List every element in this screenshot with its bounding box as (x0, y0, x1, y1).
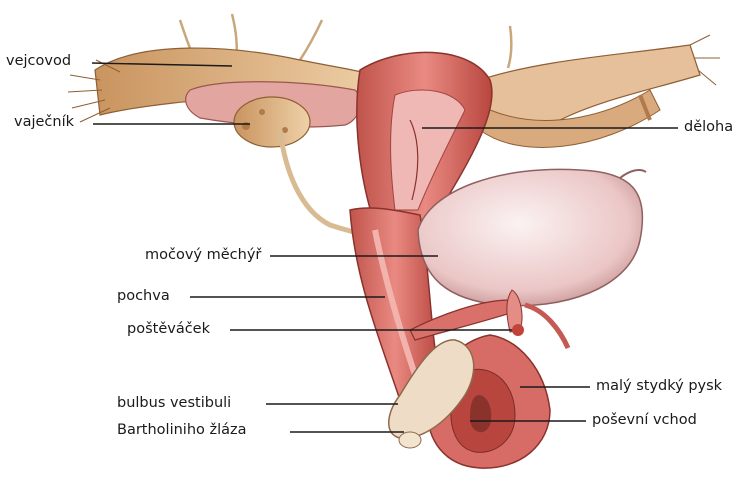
left-ovary (186, 82, 361, 147)
label-deloha: děloha (684, 118, 733, 136)
label-bartholiniho-zlaza: Bartholiniho žláza (117, 421, 247, 439)
label-vejcovod: vejcovod (6, 52, 71, 70)
label-bulbus-vestibuli: bulbus vestibuli (117, 394, 231, 412)
bartholin-gland (399, 432, 421, 448)
label-maly-stydky-pysk: malý stydký pysk (596, 377, 722, 395)
label-posevni-vchod: poševní vchod (592, 411, 697, 429)
label-postevacek: poštěváček (127, 320, 210, 338)
label-vajecnik: vaječník (14, 113, 74, 131)
label-pochva: pochva (117, 287, 170, 305)
label-mocovy-mechyr: močový měchýř (145, 246, 261, 264)
